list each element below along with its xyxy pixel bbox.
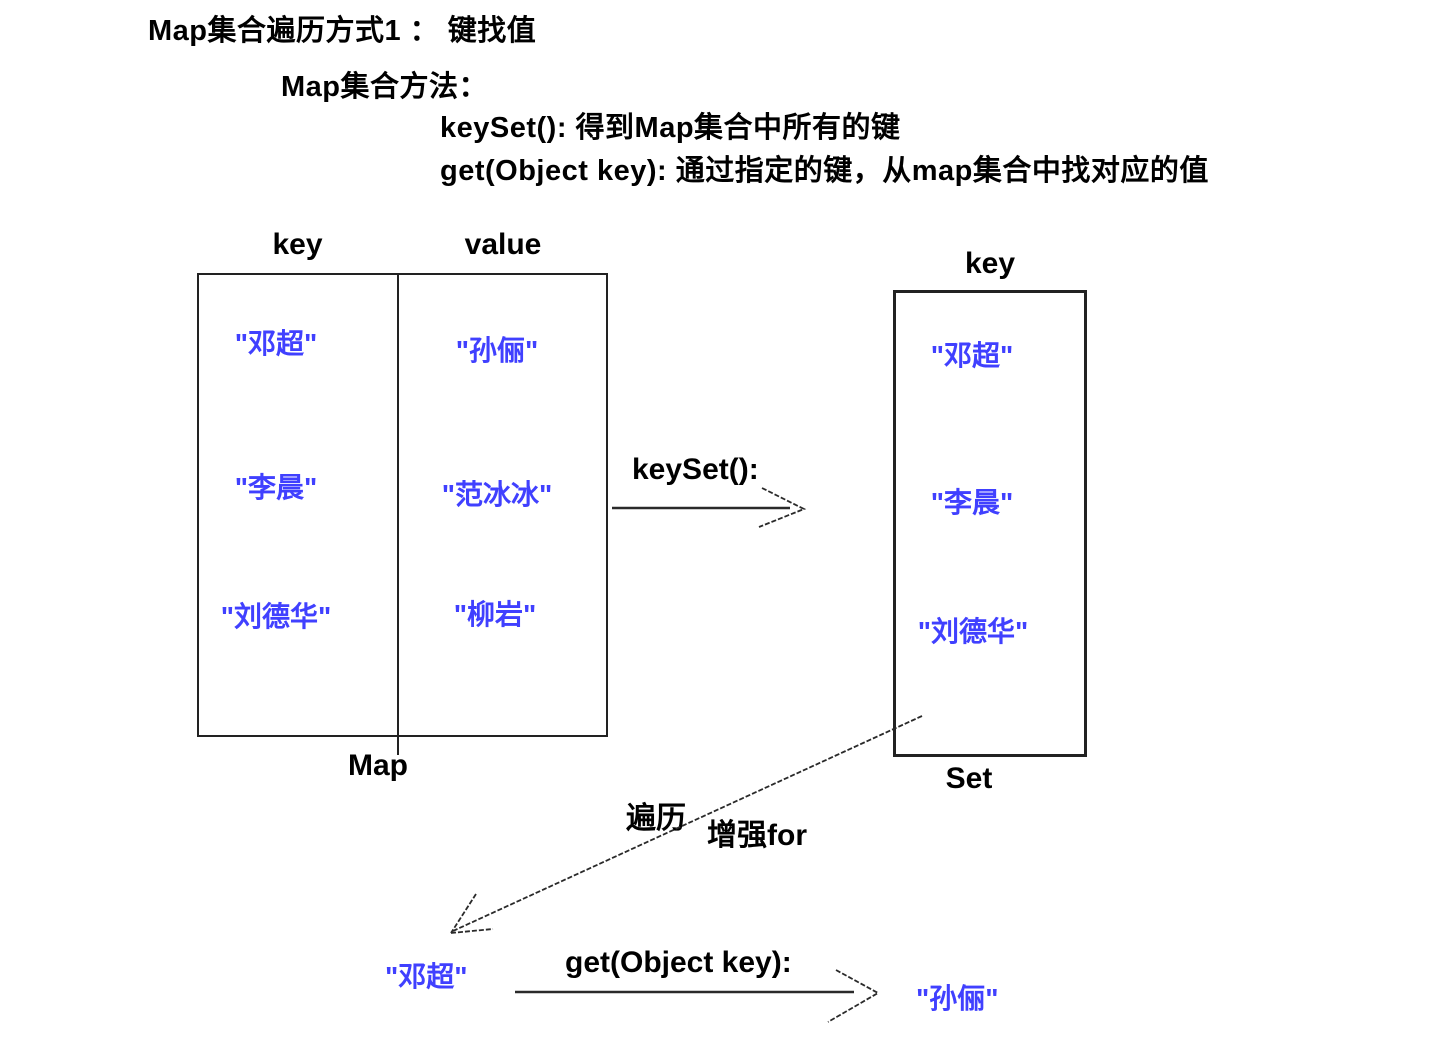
get-output-value: "孙俪" bbox=[916, 983, 999, 1014]
keyset-arrow bbox=[612, 487, 807, 528]
map-key-column-header: key bbox=[272, 228, 323, 261]
map-key-cell: "李晨" bbox=[234, 472, 318, 503]
section-subtitle: Map集合方法： bbox=[281, 71, 489, 103]
traverse-label: 遍历 bbox=[626, 802, 686, 835]
map-value-cell: "孙俪" bbox=[455, 335, 539, 366]
set-item: "刘德华" bbox=[917, 616, 1029, 647]
set-key-column-header: key bbox=[964, 247, 1016, 280]
traverse-arrow bbox=[450, 715, 923, 934]
map-box bbox=[197, 273, 608, 737]
method-line-keyset: keySet(): 得到Map集合中所有的键 bbox=[440, 112, 901, 144]
set-item: "邓超" bbox=[930, 340, 1014, 371]
page-title: Map集合遍历方式1 ： 键找值 bbox=[148, 15, 537, 47]
map-key-cell: "邓超" bbox=[234, 328, 318, 359]
get-input-key: "邓超" bbox=[385, 961, 468, 992]
method-line-get: get(Object key): 通过指定的键，从map集合中找对应的值 bbox=[440, 155, 1209, 187]
map-caption: Map bbox=[348, 749, 408, 782]
map-column-divider bbox=[397, 273, 399, 755]
keyset-arrow-label: keySet(): bbox=[632, 453, 759, 486]
enhanced-for-label: 增强for bbox=[707, 819, 807, 852]
map-value-cell: "柳岩" bbox=[453, 599, 537, 630]
set-caption: Set bbox=[945, 762, 993, 795]
map-key-cell: "刘德华" bbox=[220, 601, 332, 632]
set-item: "李晨" bbox=[930, 487, 1014, 518]
map-value-column-header: value bbox=[464, 228, 542, 261]
set-box bbox=[893, 290, 1087, 757]
get-arrow-label: get(Object key): bbox=[565, 946, 792, 979]
map-value-cell: "范冰冰" bbox=[441, 479, 553, 510]
